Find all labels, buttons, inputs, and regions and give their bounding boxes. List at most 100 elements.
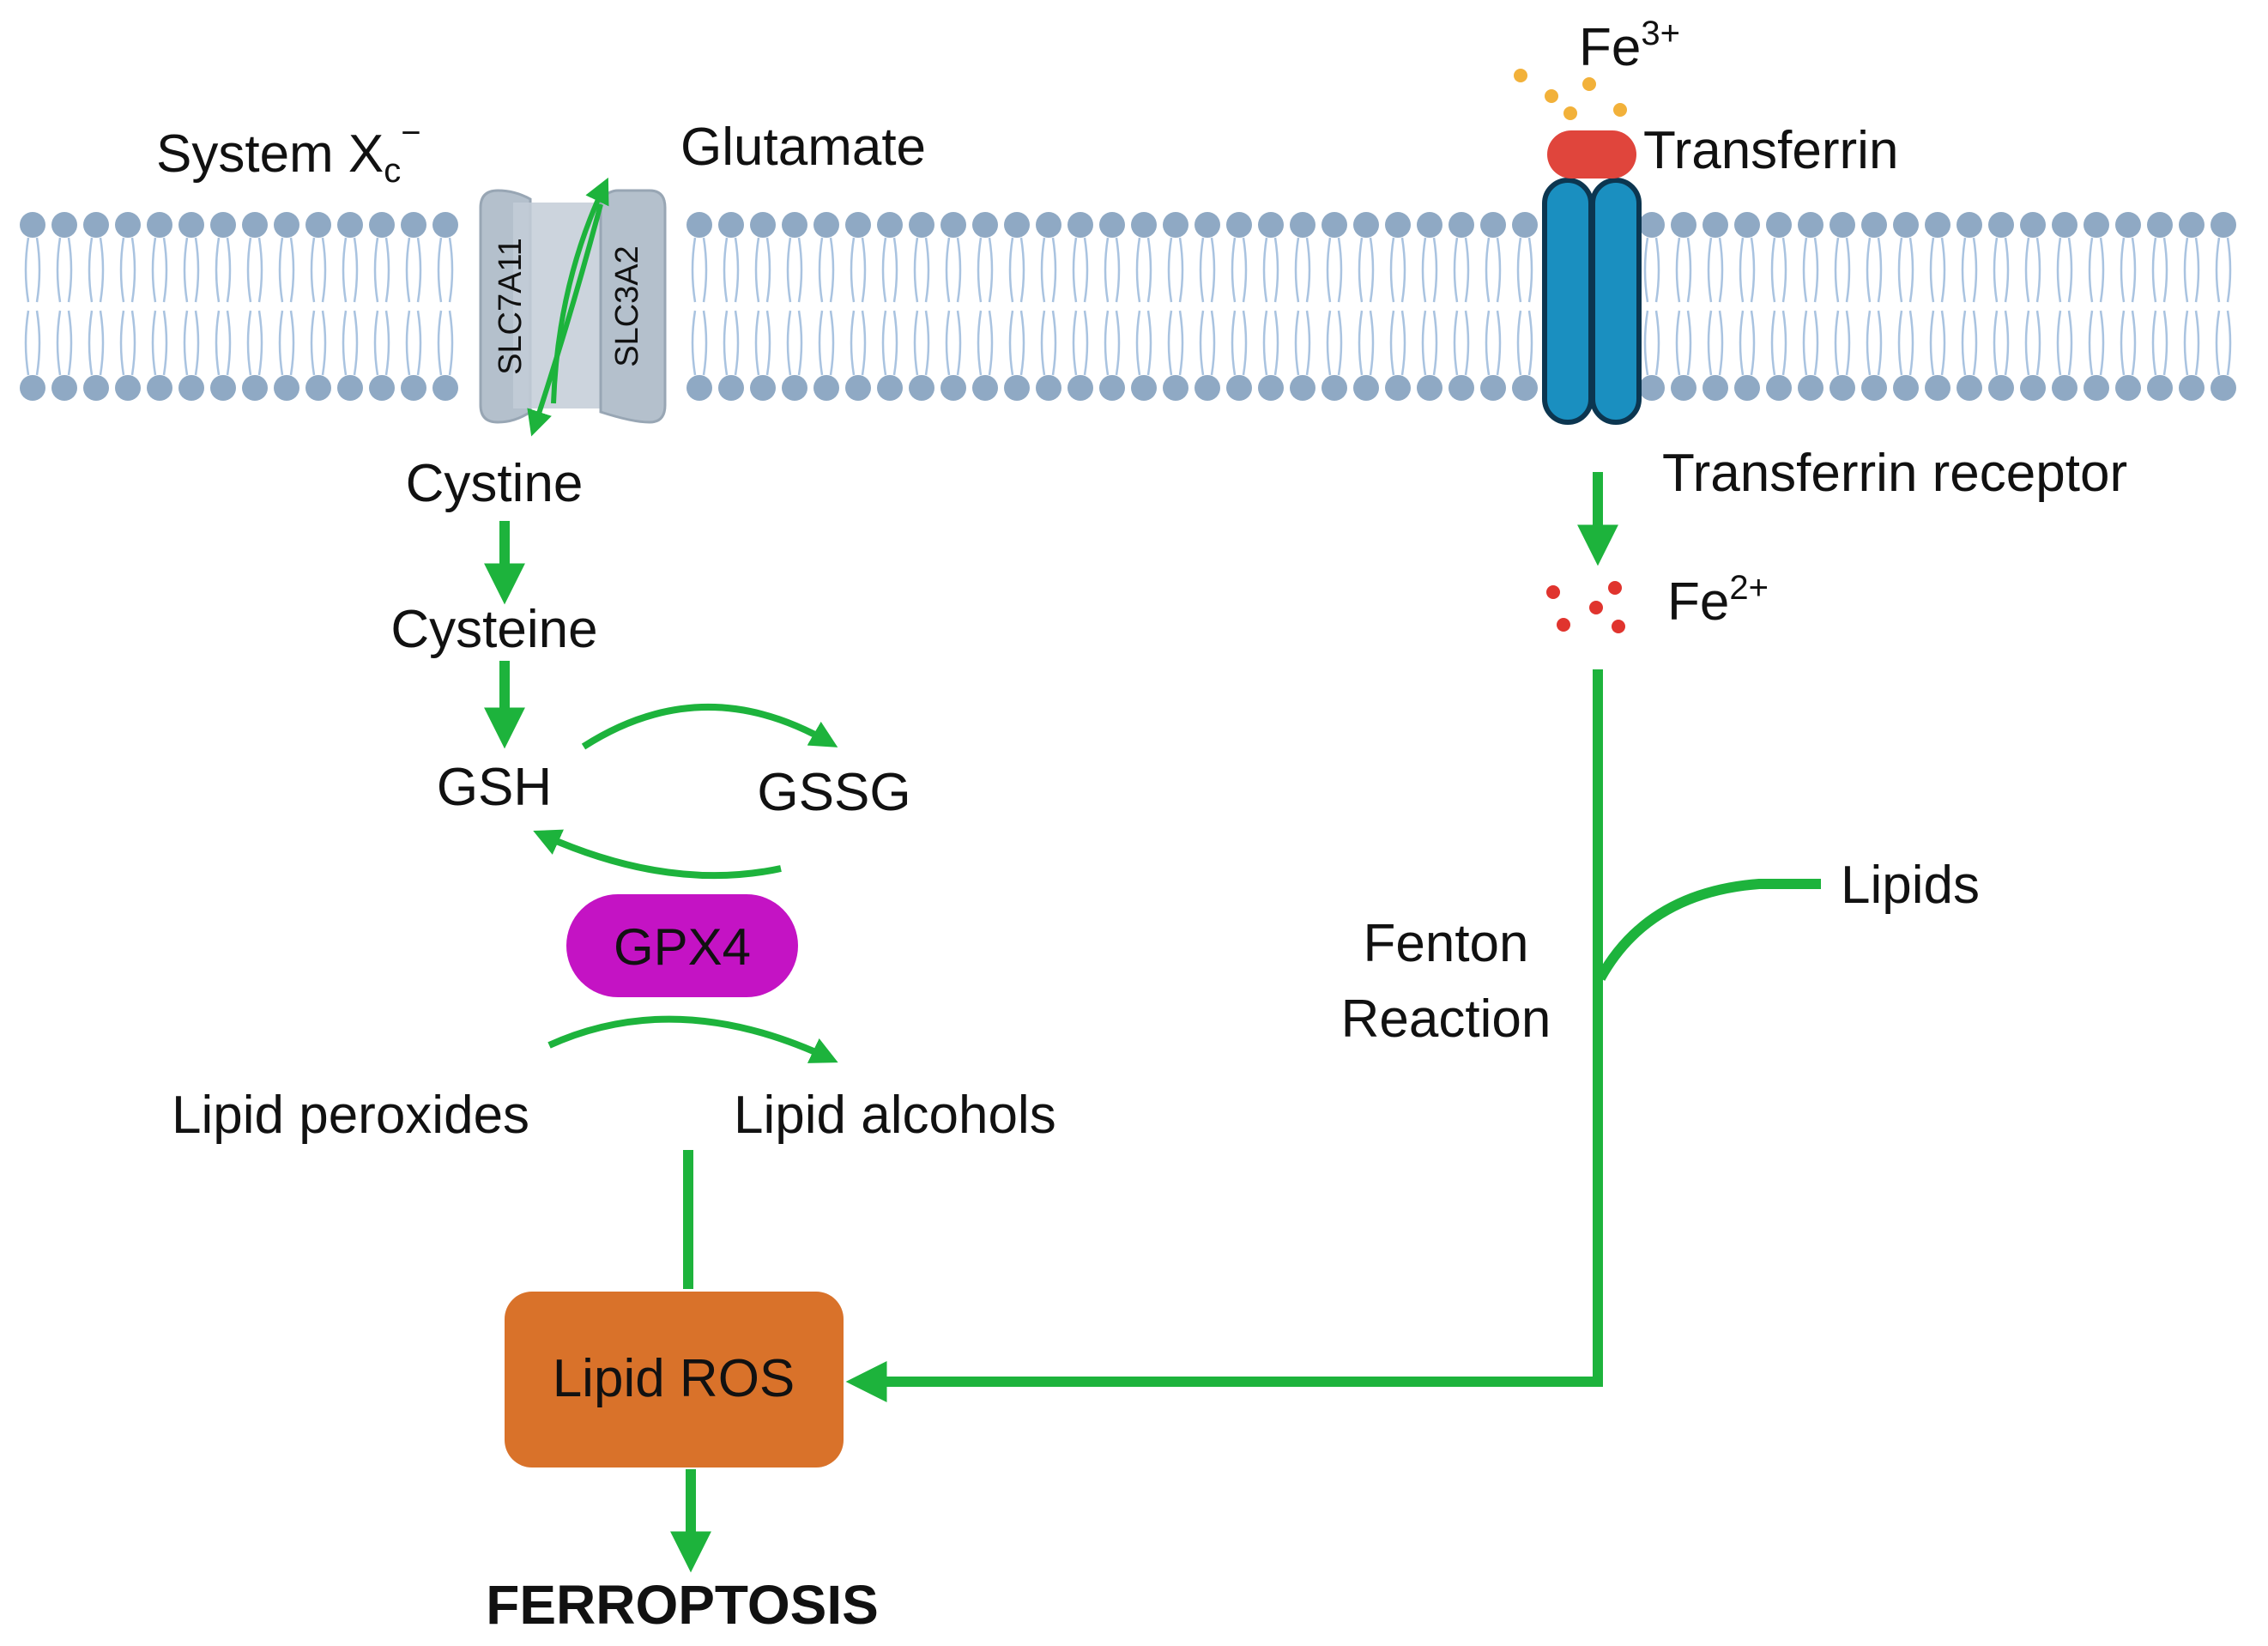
lipid-tail bbox=[310, 310, 316, 376]
lipid-tail bbox=[1739, 237, 1745, 303]
lipid-tail bbox=[1802, 310, 1808, 376]
lipids-label: Lipids bbox=[1841, 856, 1980, 915]
lipid-head bbox=[242, 375, 268, 401]
lipid-head bbox=[2147, 375, 2173, 401]
lipid-head bbox=[1480, 212, 1506, 238]
lipid-tail bbox=[1262, 310, 1268, 376]
lipid-tail bbox=[691, 310, 697, 376]
lipid-head bbox=[2084, 375, 2109, 401]
lipid-tail bbox=[1496, 310, 1502, 376]
cell-membrane bbox=[20, 212, 2236, 401]
lipid-tail bbox=[130, 310, 136, 376]
lipid-tail bbox=[1231, 237, 1237, 303]
lipid-head bbox=[1925, 212, 1950, 238]
lipid-tail bbox=[1242, 237, 1248, 303]
lipid-tail bbox=[1167, 237, 1173, 303]
lipid-head bbox=[1703, 212, 1728, 238]
lipid-head bbox=[305, 212, 331, 238]
lipid-tail bbox=[1305, 310, 1311, 376]
fe3-dot bbox=[1514, 69, 1527, 82]
lipid-tail bbox=[2120, 310, 2126, 376]
lipid-tail bbox=[1866, 237, 1872, 303]
lipid-head bbox=[51, 212, 77, 238]
lipid-head bbox=[845, 375, 871, 401]
lipid-tail bbox=[437, 310, 443, 376]
lipid-head bbox=[1925, 375, 1950, 401]
lipid-head bbox=[2052, 375, 2077, 401]
lipid-head bbox=[147, 375, 172, 401]
lipid-tail bbox=[2162, 310, 2168, 376]
lipid-tail bbox=[2131, 310, 2137, 376]
lipid-head bbox=[2211, 375, 2236, 401]
lipid-tail bbox=[373, 237, 379, 303]
lipid-tail bbox=[1908, 310, 1914, 376]
lipid-tail bbox=[162, 310, 168, 376]
lipid-tail bbox=[1178, 310, 1184, 376]
fe2-ions bbox=[1546, 581, 1625, 633]
lipid-head bbox=[1798, 212, 1823, 238]
lipid-tail bbox=[1273, 310, 1279, 376]
lipid-head bbox=[1766, 375, 1792, 401]
lipid-head bbox=[1893, 375, 1919, 401]
lipid-tail bbox=[1485, 237, 1491, 303]
lipid-tail bbox=[2088, 310, 2094, 376]
lipid-tail bbox=[1273, 237, 1279, 303]
lipid-tail bbox=[35, 310, 41, 376]
lipid-tail bbox=[353, 310, 359, 376]
lipid-tail bbox=[353, 237, 359, 303]
lipid-head bbox=[1353, 375, 1379, 401]
fe2-dot bbox=[1546, 585, 1560, 599]
lipid-tail bbox=[1707, 310, 1713, 376]
lipid-head bbox=[1861, 375, 1887, 401]
lipid-head bbox=[20, 212, 45, 238]
lipid-head bbox=[877, 212, 903, 238]
lipid-tail bbox=[1707, 237, 1713, 303]
lipid-head bbox=[782, 212, 807, 238]
lipid-tail bbox=[56, 237, 62, 303]
lipid-tail bbox=[1813, 310, 1819, 376]
lipid-tail bbox=[1929, 310, 1935, 376]
lipid-head bbox=[877, 375, 903, 401]
lipid-tail bbox=[1305, 237, 1311, 303]
lipid-tail bbox=[1083, 237, 1089, 303]
gssg-label: GSSG bbox=[757, 763, 910, 822]
lipid-tail bbox=[1866, 310, 1872, 376]
lipid-head bbox=[718, 212, 744, 238]
lipid-ros-box bbox=[505, 1292, 844, 1467]
lipid-tail bbox=[924, 310, 930, 376]
lipid-head bbox=[1353, 212, 1379, 238]
lipid-head bbox=[1036, 375, 1061, 401]
lipid-tail bbox=[1654, 310, 1660, 376]
lipid-head bbox=[1639, 375, 1665, 401]
lipid-tail bbox=[1019, 310, 1025, 376]
fenton-to-lipid-ros-line bbox=[845, 669, 1603, 1402]
lipid-tail bbox=[321, 310, 327, 376]
lipid-tail bbox=[2151, 237, 2157, 303]
lipid-tail bbox=[1072, 310, 1078, 376]
lipid-tail bbox=[1961, 237, 1967, 303]
fe2-dot bbox=[1589, 601, 1603, 614]
lipid-tail bbox=[1242, 310, 1248, 376]
fe3-dot bbox=[1563, 106, 1577, 120]
lipid-tail bbox=[119, 237, 125, 303]
fe3-ions bbox=[1514, 69, 1627, 120]
lipid-tail bbox=[913, 237, 919, 303]
lipid-tail bbox=[1400, 237, 1406, 303]
lipid-head bbox=[909, 375, 934, 401]
lipid-tail bbox=[226, 237, 232, 303]
lipid-tail bbox=[1516, 237, 1522, 303]
lipid-tail bbox=[1389, 237, 1395, 303]
lipid-tail bbox=[754, 310, 760, 376]
lipid-tail bbox=[289, 237, 295, 303]
gsh-to-gssg-arrow bbox=[581, 704, 838, 750]
lipid-head bbox=[1385, 375, 1411, 401]
lipid-tail bbox=[24, 237, 30, 303]
transferrin-label: Transferrin bbox=[1643, 121, 1898, 180]
lipid-tail bbox=[1115, 310, 1121, 376]
fe2-dot bbox=[1608, 581, 1622, 595]
lipid-tail bbox=[1178, 237, 1184, 303]
lipid-head bbox=[940, 212, 966, 238]
lipid-tail bbox=[1337, 310, 1343, 376]
lipid-tail bbox=[342, 310, 348, 376]
lipid-peroxides-label: Lipid peroxides bbox=[172, 1086, 529, 1145]
